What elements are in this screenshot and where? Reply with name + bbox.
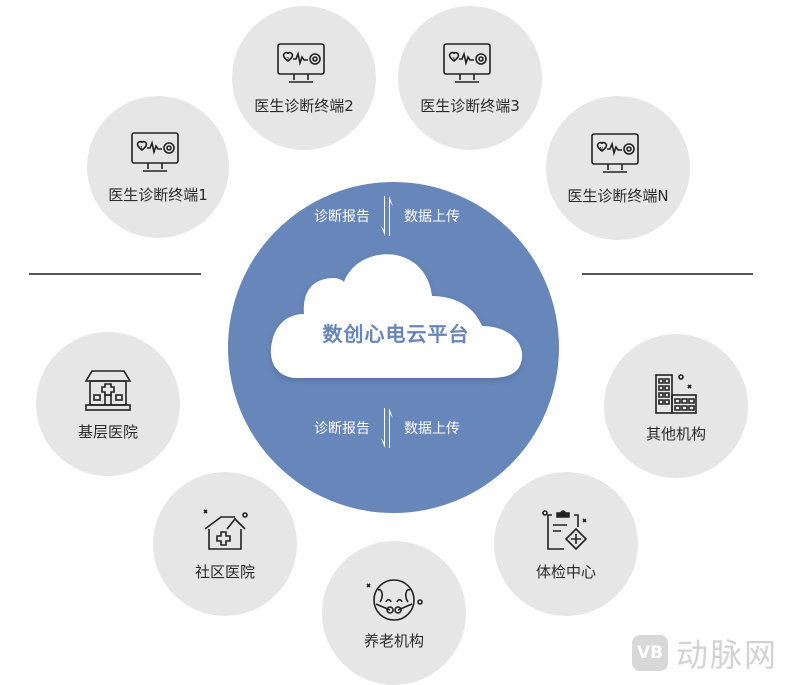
top-flow: 诊断报告 数据上传	[314, 196, 460, 236]
bidirectional-arrows-icon	[381, 408, 393, 448]
flow-label-report: 诊断报告	[314, 209, 370, 225]
svg-text:2: 2	[286, 57, 289, 63]
monitor-ecg-icon: 1	[131, 131, 179, 172]
flow-label-upload: 数据上传	[404, 209, 460, 225]
svg-text:N: N	[600, 147, 604, 153]
watermark: VB 动脉网	[632, 630, 778, 676]
terminal-node-1: 1 医生诊断终端1	[87, 96, 229, 238]
terminal-label-1: 医生诊断终端1	[108, 185, 208, 204]
clipboard-medical-icon	[542, 509, 588, 550]
terminal-node-n: N 医生诊断终端N	[546, 96, 690, 240]
watermark-logo: VB	[632, 635, 668, 671]
monitor-ecg-icon: N	[591, 132, 639, 173]
terminal-label-2: 医生诊断终端2	[254, 96, 354, 115]
svg-text:1: 1	[140, 146, 143, 152]
flow-label-report: 诊断报告	[314, 421, 370, 437]
institution-node-community-hospital: 社区医院	[153, 472, 297, 616]
bidirectional-arrows-icon	[381, 196, 393, 236]
institution-label: 体检中心	[535, 562, 596, 581]
monitor-ecg-icon: 2	[277, 42, 325, 83]
community-clinic-icon	[203, 508, 248, 550]
terminal-node-3: 3 医生诊断终端3	[398, 6, 542, 150]
separator-right	[582, 273, 753, 275]
elderly-icon	[366, 578, 423, 621]
svg-text:3: 3	[452, 57, 455, 63]
institution-node-primary-hospital: 基层医院	[36, 332, 180, 476]
cloud-icon	[270, 254, 523, 378]
institution-label: 社区医院	[194, 562, 255, 581]
terminal-node-2: 2 医生诊断终端2	[232, 6, 376, 150]
terminal-label-3: 医生诊断终端3	[420, 96, 520, 115]
watermark-text: 动脉网	[676, 636, 779, 674]
bottom-flow: 诊断报告 数据上传	[314, 408, 460, 448]
buildings-icon	[655, 373, 697, 414]
terminal-label-n: 医生诊断终端N	[567, 186, 669, 205]
separator-left	[29, 273, 201, 275]
hospital-icon	[84, 369, 132, 411]
monitor-ecg-icon: 3	[443, 42, 491, 83]
institution-node-checkup-center: 体检中心	[494, 472, 638, 616]
institution-label: 基层医院	[77, 422, 138, 441]
platform-title: 数创心电云平台	[322, 322, 470, 346]
institution-label: 其他机构	[645, 424, 706, 443]
flow-label-upload: 数据上传	[404, 421, 460, 437]
institution-label: 养老机构	[363, 631, 424, 650]
institution-node-other: 其他机构	[604, 334, 748, 478]
institution-node-elderly-care: 养老机构	[322, 541, 466, 685]
